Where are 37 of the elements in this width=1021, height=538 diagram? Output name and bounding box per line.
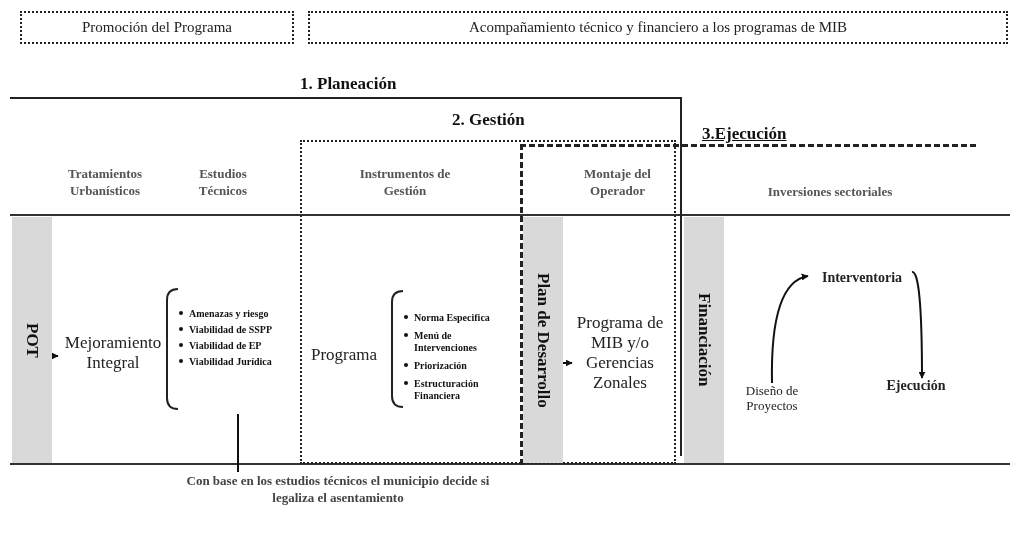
column-heading: Inversiones sectoriales — [766, 183, 894, 201]
phase-heading: 1. Planeación — [300, 74, 397, 94]
bullet-item: Estructuración Financiera — [414, 378, 480, 402]
arrow — [51, 352, 59, 360]
phase-heading: 2. Gestión — [452, 110, 525, 130]
vertical-band — [12, 217, 52, 463]
step-text: Programa — [306, 345, 382, 371]
vertical-band — [684, 217, 724, 463]
arrow — [770, 274, 809, 384]
step-text: Ejecución — [878, 378, 954, 402]
arrow — [911, 271, 926, 379]
step-text: Con base en los estudios técnicos el municipio decide si legaliza el asentamiento — [168, 472, 508, 512]
column-heading: Montaje del Operador — [583, 165, 652, 200]
step-text: Mejoramiento Integral — [58, 333, 168, 379]
box-text: Promoción del Programa — [82, 18, 232, 38]
dotted-box — [308, 11, 1008, 44]
bullet-item: Viabilidad de EP — [189, 340, 262, 352]
bullet-item: Priorización — [414, 360, 467, 372]
bullet-item: Viabilidad de SSPP — [189, 324, 272, 336]
arrow — [562, 359, 573, 367]
step-text: Interventoria — [812, 270, 912, 294]
box-text: Acompañamiento técnico y financiero a los programas de MIB — [468, 18, 848, 38]
step-text: Programa de MIB y/o Gerencias Zonales — [572, 313, 668, 413]
vertical-band — [523, 217, 563, 463]
band-text: Financiación — [693, 293, 715, 387]
step-text: Diseño de Proyectos — [732, 383, 812, 419]
bullet-item: Viabilidad Jurídica — [189, 356, 272, 368]
leader-line — [237, 413, 239, 473]
bullet-item: Amenazas y riesgo — [189, 308, 269, 320]
bullet-item: Menú de Intervenciones — [414, 330, 478, 354]
column-heading: Estudios Técnicos — [197, 165, 249, 200]
band-text: POT — [21, 322, 43, 358]
column-heading: Instrumentos de Gestión — [358, 165, 452, 200]
dotted-box — [20, 11, 294, 44]
bullet-item: Norma Especifica — [414, 312, 490, 324]
band-text: Plan de Desarrollo — [532, 272, 554, 408]
column-heading: Tratamientos Urbanísticos — [66, 165, 144, 200]
